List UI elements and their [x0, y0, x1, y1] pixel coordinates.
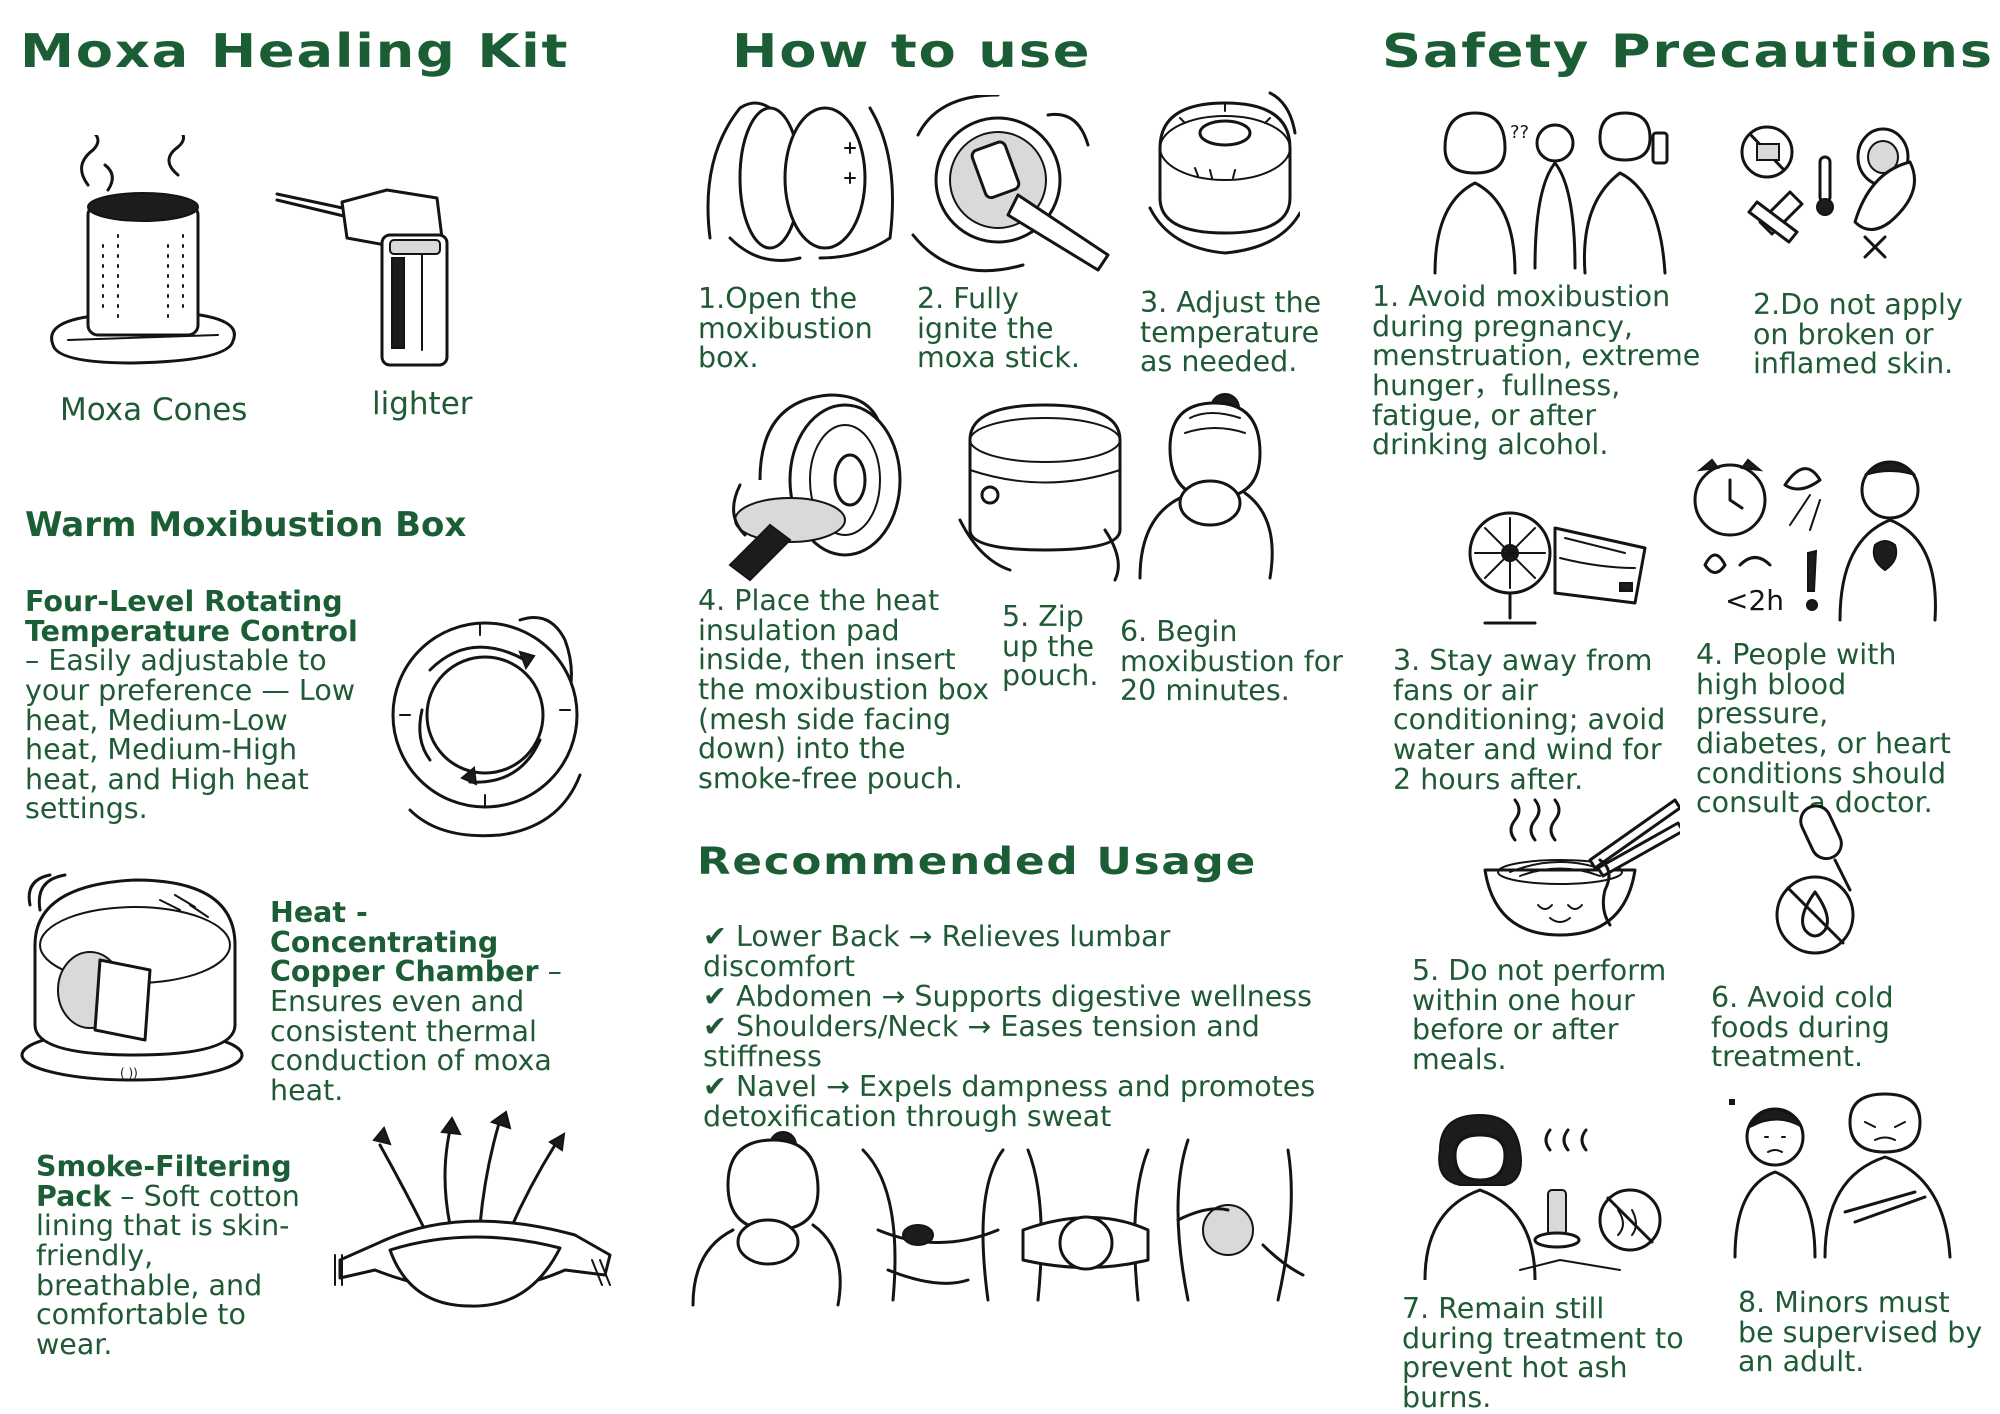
usage-list: ✔ Lower Back → Relieves lumbar discomfor… [703, 922, 1323, 1131]
copper-chamber-illustration: ( )) [20, 865, 250, 1085]
kit-title: Moxa Healing Kit [20, 24, 570, 78]
howto-title: How to use [732, 24, 1092, 78]
safety6-text: 6. Avoid cold foods during treatment. [1711, 981, 1894, 1074]
safety5-text: 5. Do not perform within one hour before… [1412, 954, 1667, 1076]
step2-illustration [908, 95, 1118, 275]
feature2-title-b: Copper Chamber [270, 955, 539, 989]
usage-item-navel: ✔ Navel → Expels dampness and promotes d… [703, 1069, 1323, 1133]
step6-text: 6. Begin moxibustion for 20 minutes. [1120, 615, 1343, 708]
safety5-illustration [1480, 790, 1680, 950]
feature1-description: Easily adjustable to your preference — L… [25, 644, 356, 826]
step4-text: 4. Place the heat insulation pad inside,… [698, 584, 990, 795]
lighter-caption: lighter [372, 386, 473, 422]
step3-illustration [1140, 88, 1300, 273]
step2-text: 2. Fully ignite the moxa stick. [917, 282, 1080, 375]
feature3-description: Soft cotton lining that is skin-friendly… [36, 1179, 300, 1361]
safety2-illustration [1735, 122, 1935, 262]
safety7-text: 7. Remain still during treatment to prev… [1402, 1292, 1684, 1414]
check-icon: ✔ [703, 1009, 727, 1043]
step5-text: 5. Zip up the pouch. [1002, 600, 1099, 693]
feature3-title-b: Pack [36, 1179, 112, 1213]
feature2-title-a: Heat - Concentrating [270, 896, 499, 959]
usage-body-illustrations [688, 1130, 1308, 1310]
safety8-text: 8. Minors must be supervised by an adult… [1738, 1286, 1983, 1379]
usage-item-label: Abdomen → Supports digestive wellness [735, 979, 1313, 1013]
safety7-illustration [1420, 1110, 1670, 1280]
safety-title: Safety Precautions [1382, 24, 1994, 78]
abdomen-usage-figure [1021, 1148, 1150, 1302]
time-doodle-label: <2h [1725, 584, 1784, 617]
smoke-filter-pack-illustration [330, 1110, 620, 1310]
feature1-text-block: Four-Level Rotating Temperature Control … [25, 585, 358, 826]
safety4-text: 4. People with high blood pressure, diab… [1696, 638, 1951, 820]
usage-title: Recommended Usage [697, 840, 1257, 883]
usage-item-label: Shoulders/Neck → Eases tension and stiff… [703, 1009, 1260, 1073]
safety8-illustration [1720, 1092, 1960, 1262]
box-heading: Warm Moxibustion Box [25, 505, 467, 545]
feature3-title-a: Smoke-Filtering [36, 1150, 292, 1183]
check-icon: ✔ [703, 920, 727, 953]
safety4-illustration: <2h [1680, 455, 1940, 625]
usage-item-label: Navel → Expels dampness and promotes det… [703, 1069, 1316, 1133]
step3-text: 3. Adjust the temperature as needed. [1140, 286, 1322, 379]
step6-illustration [1130, 388, 1285, 583]
navel-usage-figure [1176, 1138, 1305, 1302]
step1-text: 1.Open the moxibustion box. [698, 282, 873, 375]
usage-item-lower-back: ✔ Lower Back → Relieves lumbar discomfor… [703, 922, 1323, 982]
feature2-description: Ensures even and consistent thermal cond… [270, 984, 552, 1107]
feature1-title-a: Four-Level Rotating [25, 585, 343, 618]
neck-usage-figure [691, 1131, 842, 1307]
usage-item-abdomen: ✔ Abdomen → Supports digestive wellness [703, 979, 1323, 1013]
rotating-dial-illustration [370, 600, 600, 850]
feature2-text-block: Heat - Concentrating Copper Chamber – En… [270, 896, 562, 1107]
svg-text:??: ?? [1510, 122, 1529, 143]
moxa-cone-illustration [48, 135, 238, 370]
lower-back-usage-figure [861, 1148, 1005, 1302]
safety6-illustration [1770, 800, 1880, 960]
step1-illustration [700, 88, 900, 268]
feature1-title-b: Temperature Control [25, 614, 358, 648]
lighter-illustration [272, 180, 462, 370]
feature3-text-block: Smoke-Filtering Pack – Soft cotton linin… [36, 1150, 300, 1361]
safety1-text: 1. Avoid moxibustion during pregnancy, m… [1372, 280, 1701, 462]
safety3-illustration [1465, 488, 1655, 628]
safety3-text: 3. Stay away from fans or air conditioni… [1393, 644, 1666, 796]
check-icon: ✔ [703, 979, 727, 1013]
step4-illustration [720, 390, 920, 585]
check-icon: ✔ [703, 1069, 727, 1103]
usage-item-shoulders: ✔ Shoulders/Neck → Eases tension and sti… [703, 1009, 1323, 1073]
moxa-cones-caption: Moxa Cones [60, 392, 248, 428]
usage-item-label: Lower Back → Relieves lumbar discomfort [703, 920, 1171, 983]
safety2-text: 2.Do not apply on broken or inflamed ski… [1753, 288, 1963, 381]
step5-illustration [955, 400, 1130, 585]
svg-text:( )): ( )) [120, 1066, 138, 1080]
safety1-illustration: ?? [1425, 108, 1685, 278]
